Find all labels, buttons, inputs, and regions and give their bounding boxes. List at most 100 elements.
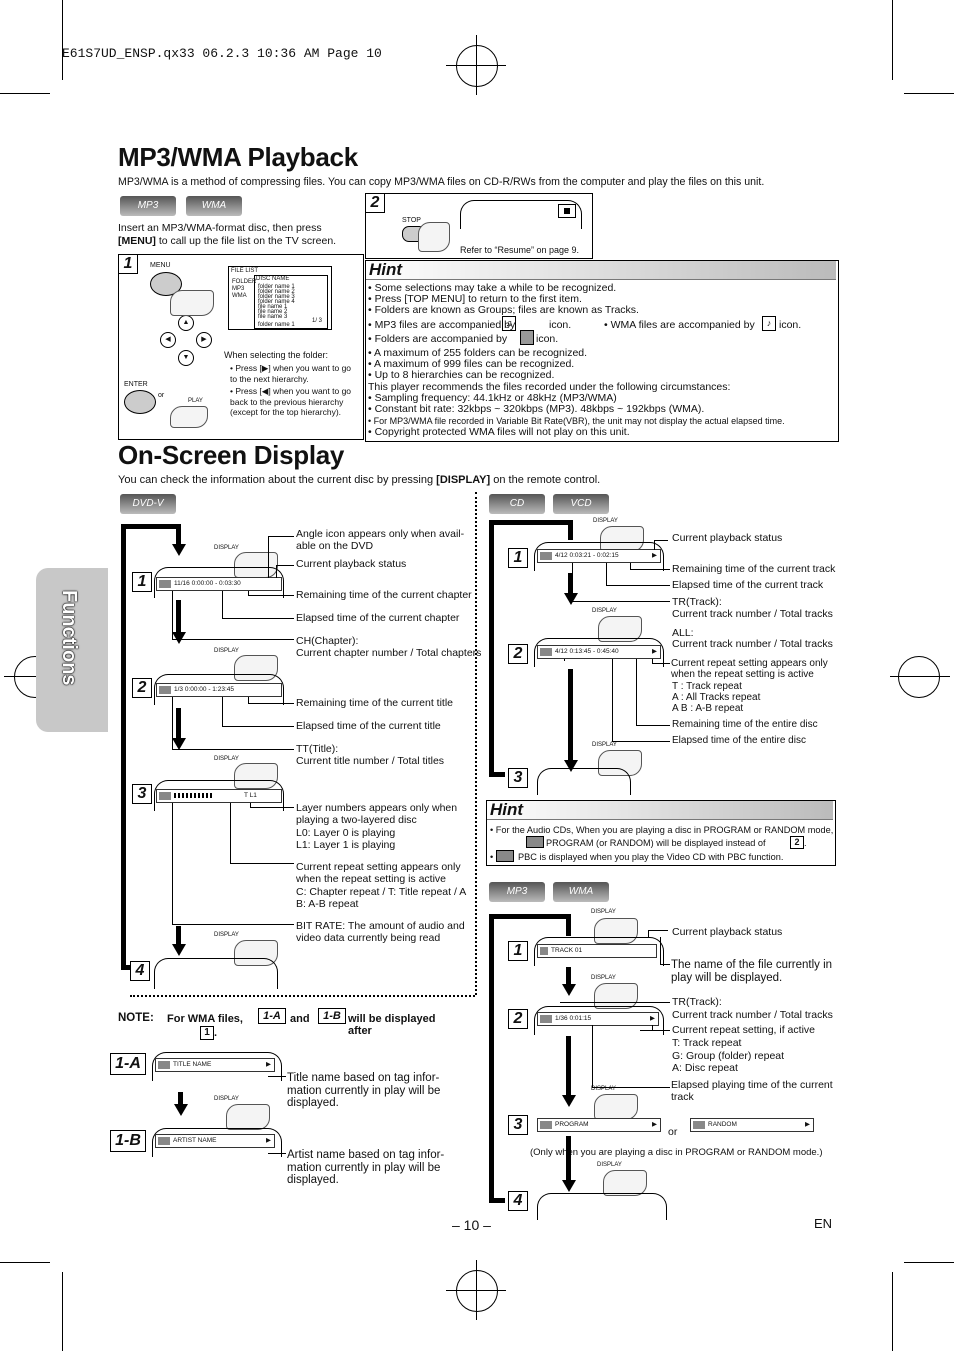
annotation: T: Track repeat [672, 1037, 742, 1049]
title-icon [158, 1061, 170, 1069]
list-item[interactable]: folder name 4 [258, 299, 295, 305]
arrow-down-icon: ▼ [178, 350, 194, 366]
annotation: T : Track repeat [672, 681, 742, 692]
annotation: Current track number / Total tracks [672, 608, 833, 620]
leader-line [230, 863, 294, 864]
or-label: or [158, 392, 165, 399]
mp3wma-title: MP3/WMA Playback [118, 142, 358, 172]
all-icon [540, 648, 552, 656]
badge-mp3: MP3 [489, 882, 545, 902]
tv-screen [534, 638, 664, 667]
annotation: Current repeat setting appears only when… [296, 861, 461, 885]
list-item[interactable]: folder name 1 [258, 284, 295, 290]
folder-note: When selecting the folder: • Press [▶] w… [224, 350, 360, 418]
annotation: Current repeat setting appears only when… [671, 658, 828, 680]
list-item[interactable]: folder name 3 [258, 294, 295, 300]
menu-label: MENU [150, 262, 171, 269]
flow-arrow [568, 669, 573, 761]
hand-icon [170, 290, 214, 316]
arrow-left-icon: ◀ [261, 386, 269, 396]
arrow-right-icon: ▶ [261, 363, 269, 373]
folder-note-title: When selecting the folder: [224, 350, 329, 360]
display-label: DISPLAY [592, 608, 617, 614]
leader-line [222, 591, 223, 618]
leader-line [648, 930, 668, 931]
leader-line [222, 618, 294, 619]
folder-note-item: • Press [◀] when you want to go back to … [224, 386, 360, 418]
leader-line [222, 697, 223, 726]
mp3wma-intro: MP3/WMA is a method of compressing files… [118, 176, 765, 188]
flow-arrowhead [174, 1104, 188, 1116]
or-label: or [668, 1126, 678, 1138]
flow-return-arrow [121, 524, 181, 529]
annotation: Current title number / Total titles [296, 755, 445, 767]
hand-icon [598, 616, 642, 642]
hint-item: • For the Audio CDs, When you are playin… [490, 825, 834, 835]
hand-icon [600, 526, 644, 552]
list-item[interactable]: file name 2 [258, 309, 288, 315]
annotation: Elapsed time of the current track [672, 579, 824, 591]
hand-icon [594, 983, 638, 1009]
leader-line [172, 749, 294, 750]
list-item[interactable]: file name 3 [258, 314, 288, 320]
hint-title: Hint [490, 800, 524, 819]
language-code: EN [814, 1216, 833, 1231]
leader-line [250, 807, 294, 808]
crop-mark [0, 1262, 50, 1263]
step-number: 1 [118, 254, 138, 274]
leader-line [172, 639, 294, 640]
arrow-right-icon: ▶ [196, 332, 212, 348]
osd-title: On-Screen Display [118, 440, 345, 470]
osd-value: 4/12 0:13:45 - 0:45:40 [555, 648, 619, 655]
annotation: Elapsed time of the current chapter [296, 612, 460, 624]
artist-icon [158, 1137, 170, 1145]
badge-wma: WMA [186, 196, 242, 216]
mp3-file-icon: ♫ [502, 316, 516, 331]
hint-box [486, 800, 836, 866]
annotation: Elapsed time of the current title [296, 720, 441, 732]
flow-arrowhead [562, 1095, 576, 1107]
list-item[interactable]: file name 1 [258, 304, 288, 310]
leader-line [172, 803, 173, 924]
menu-key-label: [MENU] [118, 235, 156, 247]
osd-bar: ARTIST NAME▶ [155, 1134, 275, 1148]
hand-icon [418, 222, 450, 252]
annotation: The name of the file currently in play w… [671, 959, 833, 984]
registration-line [476, 1260, 477, 1320]
annotation: L1: Layer 1 is playing [296, 839, 396, 851]
display-label: DISPLAY [214, 932, 239, 938]
folder-note-text: • Press [ [230, 363, 262, 373]
stop-label: STOP [402, 217, 421, 224]
annotation: TT(Title): [296, 743, 339, 755]
leader-line [652, 1025, 653, 1030]
badge-vcd: VCD [553, 494, 609, 514]
list-item[interactable]: folder name 2 [258, 289, 295, 295]
hint-item: • A maximum of 255 folders can be recogn… [368, 347, 588, 359]
tv-screen [152, 1128, 282, 1157]
osd-value: 11/16 0:00:00 - 0:03:30 [174, 580, 241, 587]
badge-mp3: MP3 [120, 196, 176, 216]
annotation: Current playback status [672, 532, 783, 544]
leader-line [268, 1153, 286, 1154]
annotation: Current playback status [672, 926, 783, 938]
flow-arrow [566, 1036, 571, 1096]
step-number: 4 [508, 1191, 528, 1211]
folder-note-text: ] when you want to go to the next hierar… [230, 363, 352, 384]
leader-line [172, 591, 173, 639]
display-label: DISPLAY [593, 518, 618, 524]
crop-mark [892, 1272, 893, 1351]
hint-item: • MP3 files are accompanied by [368, 319, 516, 331]
annotation: C: Chapter repeat / T: Title repeat / A … [296, 886, 466, 910]
hint-item: • Folders are known as Groups; files are… [368, 304, 639, 316]
random-icon [693, 1121, 705, 1129]
annotation: BIT RATE: The amount of audio and video … [296, 920, 465, 944]
side-tab [36, 568, 108, 732]
insert-text-2: [MENU] to call up the file list on the T… [118, 235, 336, 247]
step-number: 1 [508, 548, 528, 568]
note-ref-1b: 1-B [318, 1008, 346, 1024]
flow-return-arrow [489, 917, 494, 1202]
hint-item: • Up to 8 hierarchies can be recognized. [368, 369, 555, 381]
insert-text-1: Insert an MP3/WMA-format disc, then pres… [118, 222, 322, 234]
annotation: TR(Track): [672, 996, 722, 1008]
hint-item: This player recommends the files recorde… [368, 381, 731, 393]
